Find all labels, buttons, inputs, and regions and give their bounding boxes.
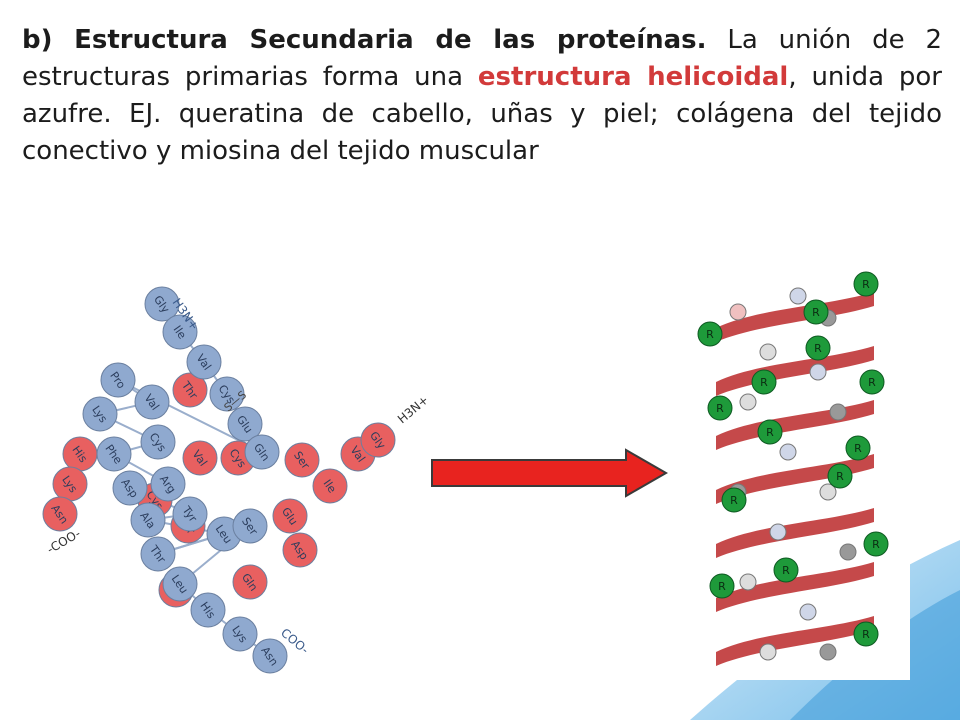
r-group-10: R (721, 487, 747, 513)
r-group-5: R (751, 369, 777, 395)
residue-blue-6: Pro (100, 362, 136, 398)
svg-text:R: R (862, 628, 870, 641)
heading-lead: b) Estructura Secundaria de las proteína… (22, 25, 707, 55)
svg-text:R: R (872, 538, 880, 551)
svg-text:R: R (706, 328, 714, 341)
svg-text:R: R (854, 442, 862, 455)
residue-blue-12: Asp (112, 470, 148, 506)
atom-0 (729, 303, 747, 321)
helix-structure: R R R R R R R R R R R R R R R (697, 271, 889, 666)
helix-ribbon-segment (716, 292, 874, 342)
r-group-9: R (827, 463, 853, 489)
residue-red-11: Gly (360, 422, 396, 458)
r-group-8: R (757, 419, 783, 445)
residue-blue-9: Cys (140, 424, 176, 460)
r-group-6: R (707, 395, 733, 421)
svg-text:R: R (836, 470, 844, 483)
svg-text:Ile: Ile (171, 323, 189, 341)
residue-red-6: Asn (42, 496, 78, 532)
residue-red-4: His (62, 436, 98, 472)
residue-red-14: Gln (232, 564, 268, 600)
atom-1 (789, 287, 807, 305)
svg-text:R: R (812, 306, 820, 319)
residue-blue-11: Arg (150, 466, 186, 502)
residue-blue-0: Gly (144, 286, 180, 322)
atom-10 (769, 523, 787, 541)
residue-red-9: Ile (312, 468, 348, 504)
r-group-13: R (709, 573, 735, 599)
r-group-7: R (845, 435, 871, 461)
residue-blue-20: Lys (222, 616, 258, 652)
body-paragraph: b) Estructura Secundaria de las proteína… (22, 22, 942, 170)
residue-blue-17: Ser (232, 508, 268, 544)
residue-blue-10: Phe (96, 436, 132, 472)
residue-blue-14: Ala (130, 502, 166, 538)
peptide-chain: ThrCysValSerHisLysAsnCysGluIleValGlyAspT… (42, 286, 396, 674)
svg-text:R: R (730, 494, 738, 507)
atom-7 (779, 443, 797, 461)
residue-blue-16: Thr (140, 536, 176, 572)
residue-red-5: Lys (52, 466, 88, 502)
helix-ribbon-segment (716, 616, 874, 666)
residue-blue-21: Asn (252, 638, 288, 674)
paragraph-text: La unión de 2 estructuras primarias form… (22, 25, 942, 92)
residue-blue-13: Tyr (172, 496, 208, 532)
residue-blue-18: Leu (162, 566, 198, 602)
residue-red-2: Val (182, 440, 218, 476)
residue-red-3: Ser (284, 442, 320, 478)
r-group-14: R (853, 621, 879, 647)
atom-3 (759, 343, 777, 361)
residue-red-1: Cys (220, 440, 256, 476)
alpha-helix-figure: R R R R R R R R R R R R R R R (678, 262, 910, 680)
svg-text:R: R (760, 376, 768, 389)
helix-ribbon-segment (716, 508, 874, 558)
atom-6 (829, 403, 847, 421)
paragraph-text-2: , unida por azufre. EJ. queratina de cab… (22, 62, 942, 166)
residue-blue-3: Cys (209, 376, 245, 412)
r-group-4: R (859, 369, 885, 395)
atom-14 (759, 643, 777, 661)
svg-text:Ile: Ile (321, 477, 339, 495)
svg-text:R: R (718, 580, 726, 593)
residue-red-12: Asp (282, 532, 318, 568)
svg-text:R: R (862, 278, 870, 291)
r-group-1: R (803, 299, 829, 325)
atom-4 (809, 363, 827, 381)
atom-12 (739, 573, 757, 591)
svg-text:R: R (716, 402, 724, 415)
r-group-0: R (853, 271, 879, 297)
residue-blue-7: Val (134, 384, 170, 420)
residue-blue-2: Val (186, 344, 222, 380)
atom-5 (739, 393, 757, 411)
r-group-11: R (863, 531, 889, 557)
residue-blue-4: Glu (227, 406, 263, 442)
highlight-term: estructura helicoidal (477, 62, 789, 92)
protein-primary-chains-figure: ThrCysValSerHisLysAsnCysGluIleValGlyAspT… (42, 286, 431, 674)
helix-ribbon-segment (716, 562, 874, 612)
svg-text:R: R (766, 426, 774, 439)
svg-text:R: R (814, 342, 822, 355)
atom-15 (819, 643, 837, 661)
residue-red-0: Thr (172, 372, 208, 408)
residue-blue-1: Ile (162, 314, 198, 350)
residue-blue-19: His (190, 592, 226, 628)
arrow-icon (431, 448, 669, 498)
residue-blue-5: Gln (244, 434, 280, 470)
atom-9 (819, 483, 837, 501)
r-group-3: R (805, 335, 831, 361)
residue-red-8: Glu (272, 498, 308, 534)
residue-blue-8: Lys (82, 396, 118, 432)
svg-text:R: R (782, 564, 790, 577)
r-group-12: R (773, 557, 799, 583)
atom-13 (799, 603, 817, 621)
atom-11 (839, 543, 857, 561)
n-terminal-right-label: H3N+ (395, 393, 431, 427)
r-group-2: R (697, 321, 723, 347)
svg-text:R: R (868, 376, 876, 389)
